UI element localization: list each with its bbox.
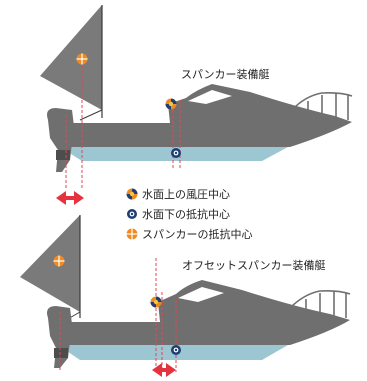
cabin-window	[178, 287, 224, 302]
top-boat-label: スパンカー装備艇	[181, 68, 270, 81]
wind-pressure-center-icon	[126, 188, 138, 200]
bottom-boat-label: オフセットスパンカー装備艇	[182, 259, 326, 272]
underwater-resistance-center-icon	[127, 209, 137, 219]
spanker-sail	[40, 5, 102, 110]
cabin-window	[188, 90, 232, 104]
legend-label: 水面上の風圧中心	[142, 188, 230, 201]
top-boat	[40, 5, 353, 205]
spanker-sail	[20, 215, 80, 312]
legend-label: スパンカーの抵抗中心	[142, 228, 253, 241]
outboard-engine	[47, 108, 74, 172]
legend-item-wind-pressure: 水面上の風圧中心	[126, 186, 230, 202]
bow-rail	[289, 290, 351, 318]
hull	[58, 280, 350, 345]
hull	[60, 84, 352, 147]
legend-item-spanker-resistance: スパンカーの抵抗中心	[126, 226, 253, 242]
legend-label: 水面下の抵抗中心	[142, 208, 230, 221]
bottom-boat	[20, 215, 351, 377]
spanker-resistance-center-icon	[126, 228, 138, 240]
offset-arrow	[56, 191, 84, 205]
offset-arrow	[152, 363, 176, 377]
bow-rail	[291, 92, 353, 120]
legend-item-underwater-resistance: 水面下の抵抗中心	[126, 206, 230, 222]
